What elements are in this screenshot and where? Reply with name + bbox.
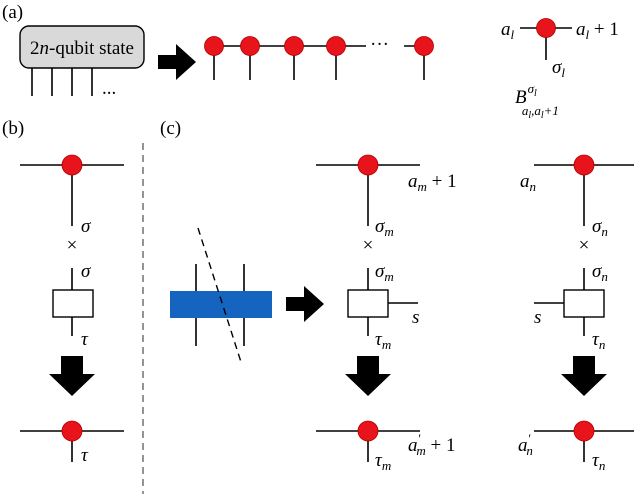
bond-result-label-n: a′n xyxy=(518,431,533,458)
qubit-state-block: 2n-qubit state ... xyxy=(19,25,145,99)
sigma-top-label-m: σm xyxy=(375,216,394,239)
cut-mark-icon: × xyxy=(363,235,374,256)
sigma-top-label: σ xyxy=(81,216,91,237)
mps-node xyxy=(326,36,346,56)
sigma-bottom-label-m: σm xyxy=(375,261,394,284)
panel-c-column-m: am + 1 σm × σm s τm a′m + 1 τm xyxy=(316,154,457,473)
tau-result-label-n: τn xyxy=(592,450,605,473)
mps-node xyxy=(240,36,260,56)
arrow-down-icon xyxy=(561,356,607,396)
mps-node xyxy=(357,154,379,176)
tensor-right-index: al + 1 xyxy=(576,19,619,42)
mps-node xyxy=(573,420,595,442)
mps-node xyxy=(61,154,83,176)
tensor-left-index: al xyxy=(501,19,515,42)
tensor-node xyxy=(536,18,556,38)
tau-result-label: τ xyxy=(81,445,89,466)
mps-node xyxy=(414,36,434,56)
two-qubit-gate xyxy=(170,227,272,363)
state-legs-ellipsis: ... xyxy=(102,78,116,99)
mps-node xyxy=(204,36,224,56)
measurement-box xyxy=(563,289,605,318)
bond-top-label-n: an xyxy=(520,171,536,194)
tau-box-label: τ xyxy=(81,329,89,350)
bond-top-label-m: am + 1 xyxy=(408,171,457,194)
measurement-box xyxy=(52,289,94,318)
arrow-right-icon xyxy=(286,286,324,322)
panel-label-c: (c) xyxy=(160,118,181,139)
mps-node xyxy=(357,420,379,442)
arrow-down-icon xyxy=(49,356,95,396)
state-box xyxy=(19,25,145,69)
mps-node xyxy=(573,154,595,176)
panel-b-network: σ × σ τ τ xyxy=(20,154,124,466)
ancilla-label-n: s xyxy=(534,307,541,328)
gate-block xyxy=(170,291,272,318)
measurement-box xyxy=(347,289,389,318)
cut-mark-icon: × xyxy=(579,235,590,256)
sigma-bottom-label-n: σn xyxy=(592,261,608,284)
tau-box-label-n: τn xyxy=(592,329,605,352)
cut-mark-icon: × xyxy=(67,235,78,256)
tensor-physical-index: σl xyxy=(552,57,565,80)
state-box-label: 2n-qubit state xyxy=(30,38,134,59)
chain-ellipsis: ··· xyxy=(370,34,389,55)
ancilla-label-m: s xyxy=(412,307,419,328)
panel-label-a: (a) xyxy=(2,2,23,23)
tau-result-label-m: τm xyxy=(375,450,391,473)
panel-c-column-n: an σn × σn s τn a′n τn xyxy=(518,154,634,473)
bond-result-label-m: a′m + 1 xyxy=(408,431,455,458)
panel-label-b: (b) xyxy=(2,118,24,139)
tau-box-label-m: τm xyxy=(375,329,391,352)
mps-chain: ··· xyxy=(204,34,434,80)
arrow-right-icon xyxy=(158,44,196,80)
mps-node xyxy=(284,36,304,56)
sigma-bottom-label: σ xyxy=(81,261,91,282)
mps-node xyxy=(61,420,83,442)
arrow-down-icon xyxy=(345,356,391,396)
sigma-top-label-n: σn xyxy=(592,216,608,239)
